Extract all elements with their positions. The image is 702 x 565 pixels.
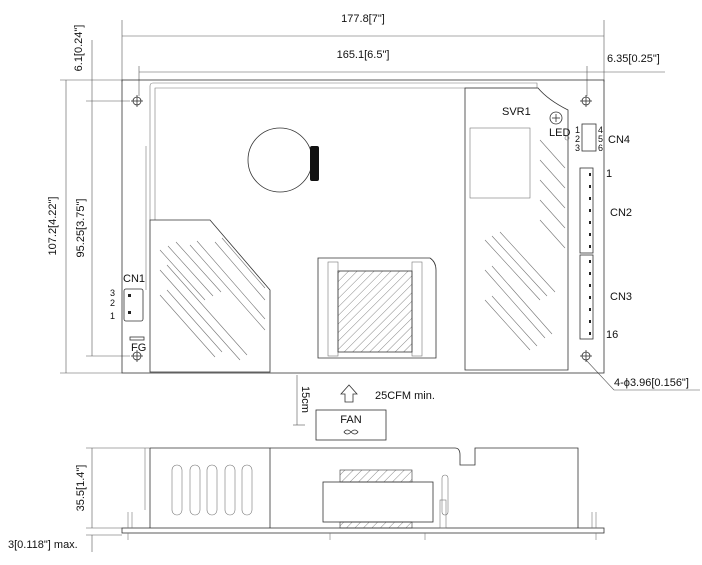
transformer: [317, 257, 437, 359]
fan-label: FAN: [340, 414, 361, 426]
overall-width-label: 177.8[7"]: [341, 13, 385, 25]
cn3-label: CN3: [610, 291, 632, 303]
airflow-arrow-icon: [340, 384, 358, 403]
side-board: [121, 527, 605, 534]
side-height-label: 35.5[1.4"]: [75, 465, 87, 512]
cn4-pin-2: 2: [575, 134, 580, 144]
fan-distance-label: 15cm: [299, 386, 311, 413]
left-heatsink-slots: [159, 237, 266, 361]
cn1-pin-3: 3: [110, 288, 115, 298]
side-view: [86, 447, 605, 552]
right-heatsink-slots: [484, 139, 566, 351]
left-heatsink: [149, 219, 271, 373]
component-block: [469, 127, 531, 199]
cn1-connector: [123, 288, 144, 322]
dimension-lines: [60, 20, 700, 391]
connector-pins: [589, 173, 591, 335]
cn4-pin-6: 6: [598, 143, 603, 153]
svr1-label: SVR1: [502, 106, 531, 118]
hole-spacing-width-label: 165.1[6.5"]: [337, 49, 390, 61]
capacitor-marker: [310, 146, 319, 181]
cn4-connector: [581, 123, 597, 152]
hole-offset-top-label: 6.1[0.24"]: [73, 25, 85, 72]
cn2-label: CN2: [610, 207, 632, 219]
board-outline: [121, 79, 605, 374]
cn2-pin-1-label: 1: [606, 168, 612, 180]
fg-terminal: [129, 336, 145, 341]
mounting-hole-icons: [131, 95, 592, 362]
fan-icon: [343, 429, 359, 435]
cn4-pin-5: 5: [598, 134, 603, 144]
cn4-pin-3: 3: [575, 143, 580, 153]
pin-protrusion-label: 3[0.118"] max.: [8, 539, 78, 551]
fan-box: [315, 409, 387, 441]
led-label: LED: [549, 127, 570, 139]
capacitor: [247, 127, 313, 193]
cn3-pin-16-label: 16: [606, 329, 618, 341]
side-transformer: [322, 481, 434, 523]
hole-offset-right-label: 6.35[0.25"]: [607, 53, 660, 65]
mounting-holes-label: 4-ϕ3.96[0.156"]: [614, 377, 689, 389]
cn4-pin-4: 4: [598, 125, 603, 135]
right-heatsink: [464, 87, 569, 371]
cn1-pin-1: 1: [110, 311, 115, 321]
overall-height-label: 107.2[4.22"]: [47, 197, 59, 256]
svr1-potentiometer-icon: [549, 111, 563, 125]
cn1-pin-2: 2: [110, 298, 115, 308]
cn3-connector: [579, 254, 594, 340]
cn4-label: CN4: [608, 134, 630, 146]
airflow-label: 25CFM min.: [375, 390, 435, 402]
cn4-pin-1: 1: [575, 125, 580, 135]
cn1-label: CN1: [123, 273, 145, 285]
led-icon: [564, 135, 570, 141]
fg-label: FG: [131, 342, 146, 354]
hole-spacing-height-label: 95.25[3.75"]: [75, 199, 87, 258]
transformer-core: [337, 270, 413, 353]
cn2-connector: [579, 167, 594, 254]
